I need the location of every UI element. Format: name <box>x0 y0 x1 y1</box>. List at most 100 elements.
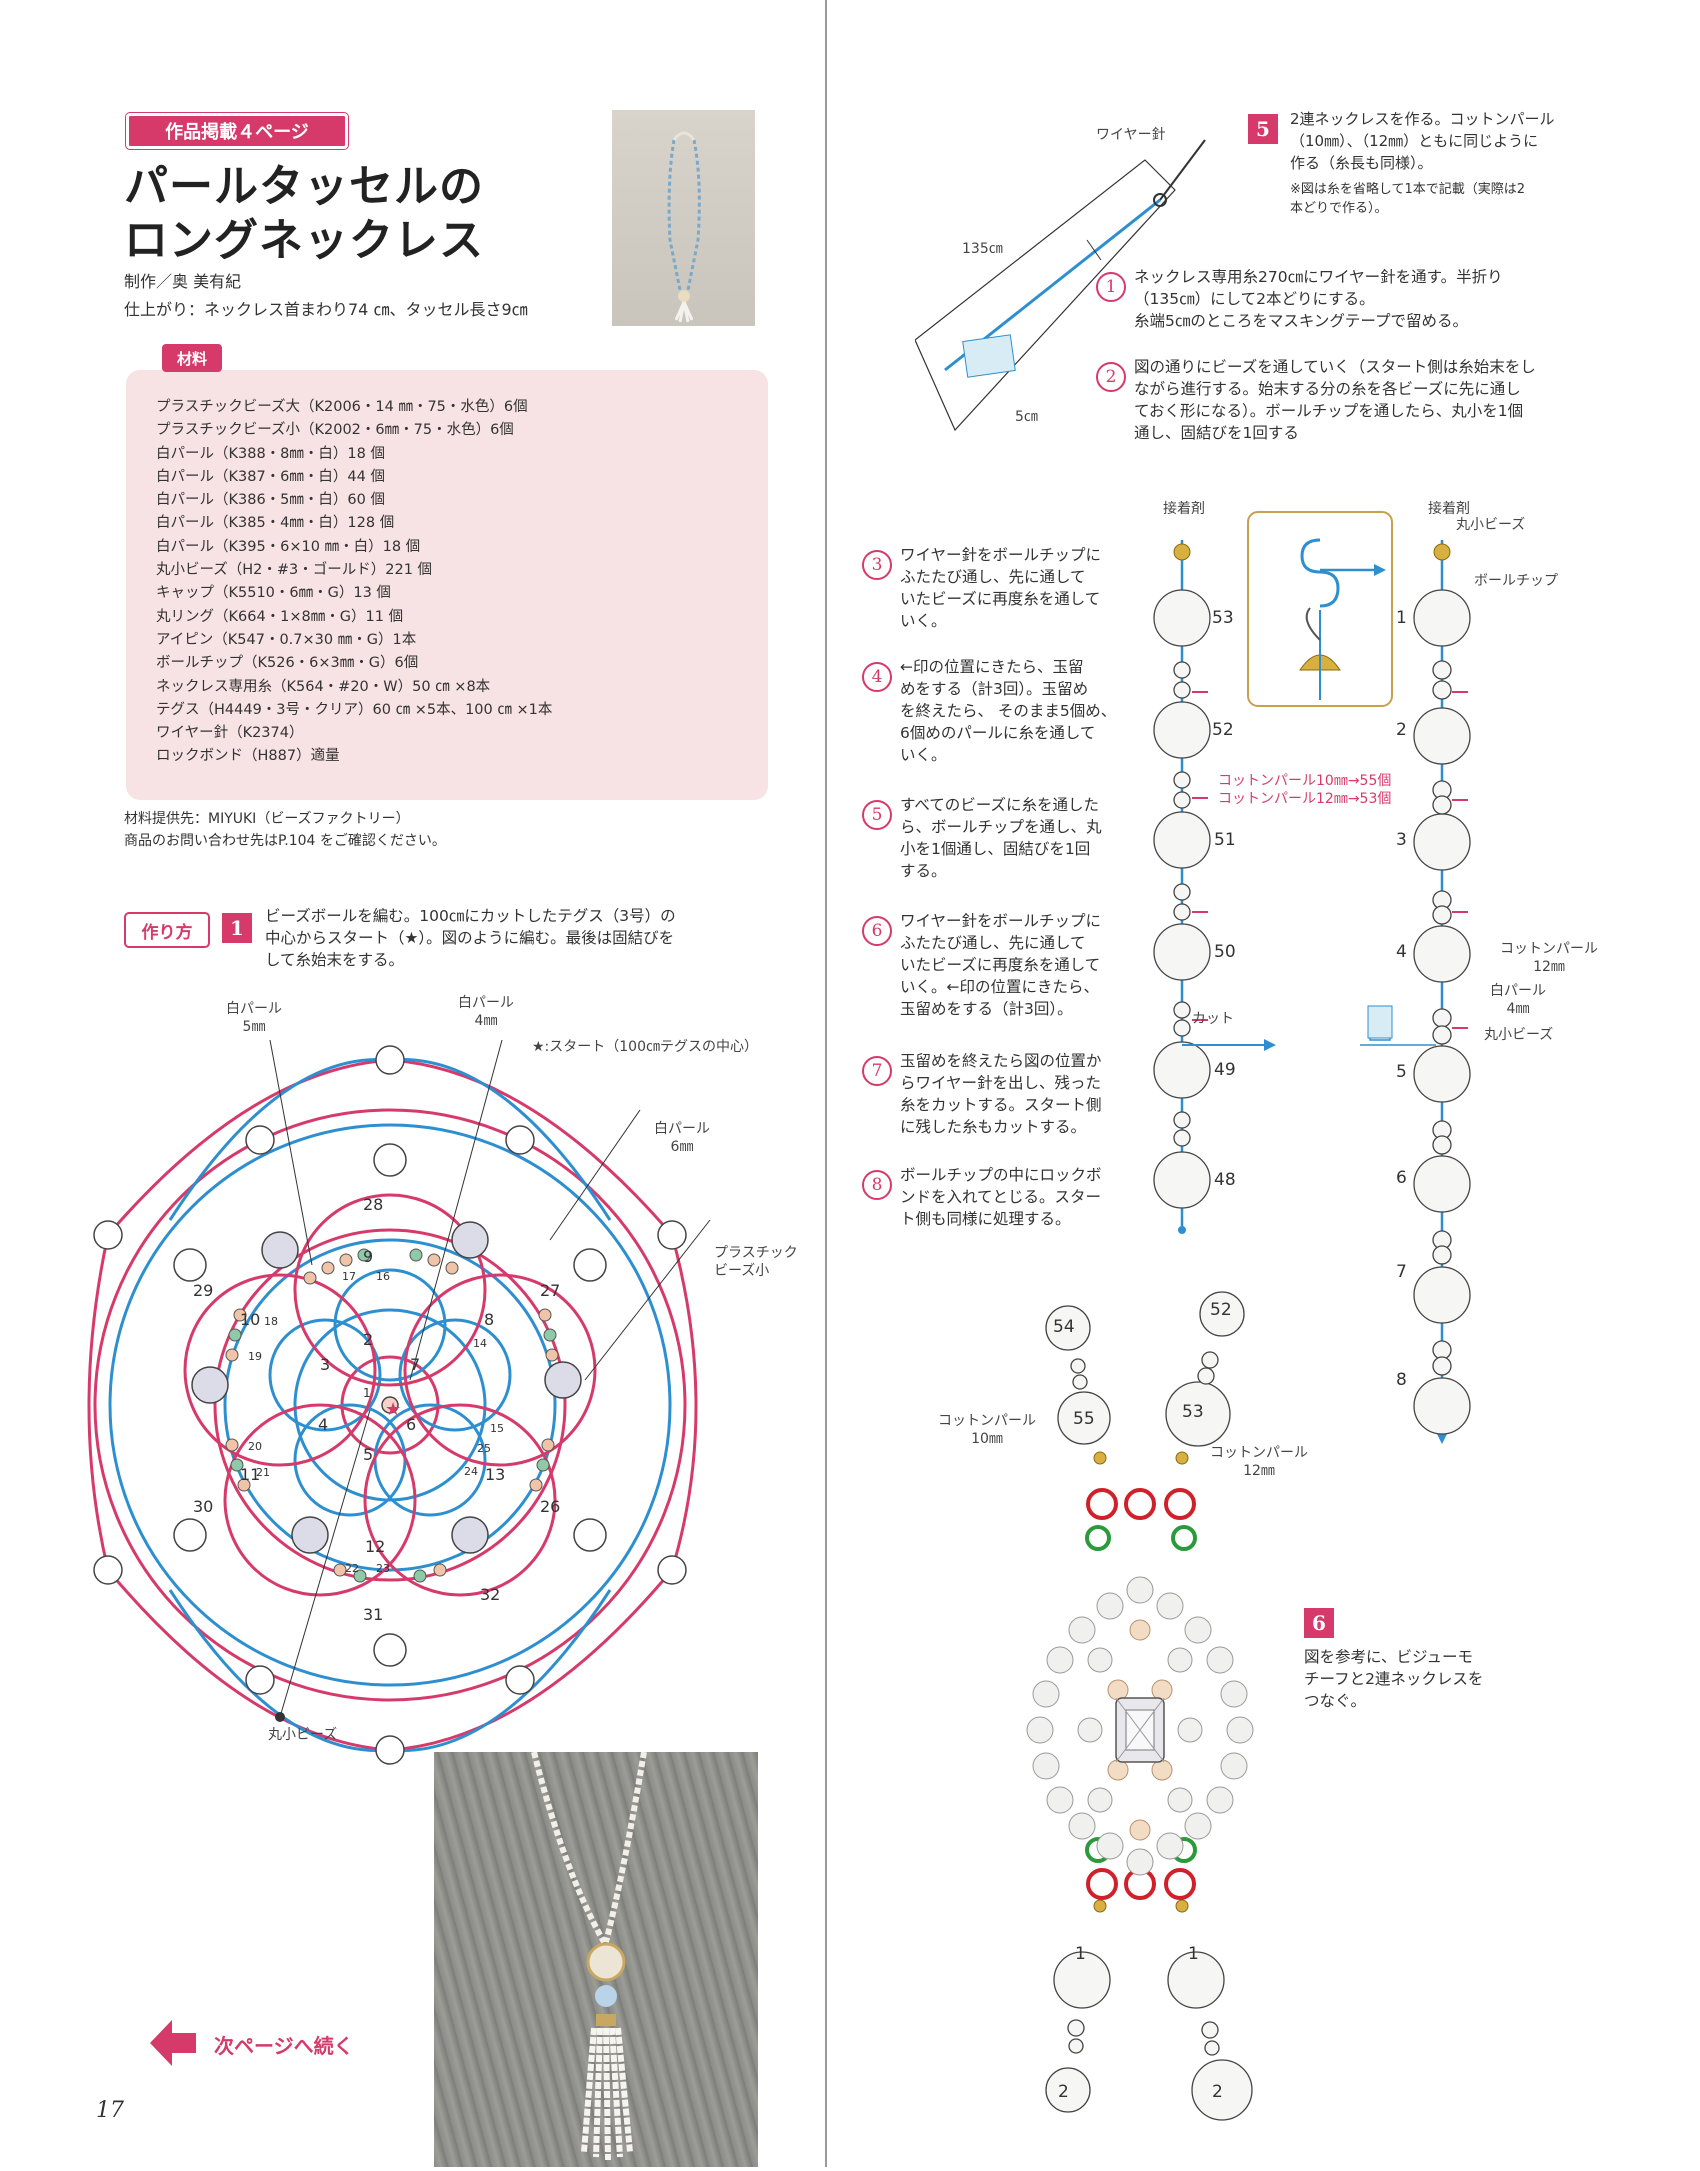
bead-number: 53 <box>1212 608 1234 628</box>
ball-bead-number: 9 <box>363 1247 373 1266</box>
text-line: 玉留めをする（計3回）。 <box>900 998 1101 1020</box>
label-cotton-10mm-bottom: コットンパール 10㎜ <box>938 1412 1036 1448</box>
label-line: 12㎜ <box>1210 1462 1308 1480</box>
label-maru-bead-right: 丸小ビーズ <box>1456 516 1525 534</box>
text-line: する。 <box>900 860 1102 882</box>
ball-bead-number: 12 <box>365 1537 385 1556</box>
text-line: チーフと2連ネックレスを <box>1304 1668 1483 1690</box>
step-1-text: ビーズボールを編む。100㎝にカットしたテグス（3号）の 中心からスタート（★）… <box>265 905 676 971</box>
substep-6-number: 6 <box>862 916 892 946</box>
ball-number-layer: 1234567891011121314151617181920212223242… <box>193 1195 560 1624</box>
title-line-1: パールタッセルの <box>124 160 484 214</box>
label-line: 6㎜ <box>654 1138 710 1156</box>
material-item: アイピン（K547・0.7×30 ㎜・G）1本 <box>156 629 552 652</box>
bead-number: 7 <box>1396 1262 1407 1282</box>
bead-number: 48 <box>1214 1170 1236 1190</box>
label-line: 5㎜ <box>226 1018 282 1036</box>
substep-8-text: ボールチップの中にロックボンドを入れてとじる。スタート側も同様に処理する。 <box>900 1164 1102 1230</box>
text-line: めをする（計3回）。玉留め <box>900 678 1116 700</box>
substep-2-text: 図の通りにビーズを通していく（スタート側は糸始末をしながら進行する。始末する分の… <box>1134 356 1536 444</box>
substep-7-text: 玉留めを終えたら図の位置からワイヤー針を出し、残った糸をカットする。スタート側に… <box>900 1050 1102 1138</box>
ball-bead-number: 32 <box>480 1585 500 1604</box>
material-item: 丸リング（K664・1×8㎜・G）11 個 <box>156 606 552 629</box>
step-1-line: 中心からスタート（★）。図のように編む。最後は固結びを <box>265 927 676 949</box>
step-1-line: ビーズボールを編む。100㎝にカットしたテグス（3号）の <box>265 905 676 927</box>
label-white-pearl-6mm: 白パール 6㎜ <box>654 1120 710 1156</box>
ball-bead-number: 22 <box>345 1562 359 1575</box>
label-135cm: 135㎝ <box>962 240 1003 258</box>
bead-number: 49 <box>1214 1060 1236 1080</box>
text-line: ネックレス専用糸270㎝にワイヤー針を通す。半折り <box>1134 266 1503 288</box>
label-wire-needle: ワイヤー針 <box>1096 126 1166 144</box>
material-item: 白パール（K387・6㎜・白）44 個 <box>156 466 552 489</box>
material-item: 白パール（K395・6×10 ㎜・白）18 個 <box>156 536 552 559</box>
ball-bead-number: 10 <box>240 1310 260 1329</box>
text-line: いたビーズに再度糸を通して <box>900 588 1101 610</box>
ball-bead-number: 18 <box>264 1315 278 1328</box>
text-line: ら、ボールチップを通し、丸 <box>900 816 1102 838</box>
label-maru-beads: 丸小ビーズ <box>268 1726 337 1744</box>
label-line: ビーズ小 <box>714 1262 798 1280</box>
ball-bead-number: 20 <box>248 1440 262 1453</box>
title-line-2: ロングネックレス <box>124 214 484 268</box>
materials-list: プラスチックビーズ大（K2006・14 ㎜・75・水色）6個プラスチックビーズ小… <box>156 396 552 769</box>
label-cotton-12mm-bottom: コットンパール 12㎜ <box>1210 1444 1308 1480</box>
bead-number: 53 <box>1182 1402 1204 1422</box>
step-1-number: 1 <box>222 913 252 943</box>
ball-bead-number: 7 <box>410 1355 420 1374</box>
substep-2-number: 2 <box>1096 362 1126 392</box>
material-item: 丸小ビーズ（H2・#3・ゴールド）221 個 <box>156 559 552 582</box>
bead-number: 8 <box>1396 1370 1407 1390</box>
label-line: 4㎜ <box>458 1012 514 1030</box>
ball-bead-number: 3 <box>320 1355 330 1374</box>
ball-bead-number: 29 <box>193 1281 213 1300</box>
bijou-motif-diagram <box>1000 1290 1340 2160</box>
text-line: 図を参考に、ビジューモ <box>1304 1646 1483 1668</box>
bead-number: 1 <box>1188 1944 1199 1964</box>
ball-bead-number: 1 <box>363 1386 371 1400</box>
text-line: ボールチップの中にロックボ <box>900 1164 1102 1186</box>
text-line: 通し、固結びを1回する <box>1134 422 1536 444</box>
text-line: 糸端5㎝のところをマスキングテープで留める。 <box>1134 310 1503 332</box>
ball-bead-number: 14 <box>473 1337 487 1350</box>
substep-4-text: ←印の位置にきたら、玉留めをする（計3回）。玉留めを終えたら、 そのまま5個め、… <box>900 656 1116 766</box>
step-5-note: 本どりで作る）。 <box>1290 199 1555 218</box>
ball-bead-number: 24 <box>464 1465 478 1478</box>
label-line: 4㎜ <box>1490 1000 1546 1018</box>
ball-bead-number: 13 <box>485 1465 505 1484</box>
ball-bead-number: 21 <box>256 1466 270 1479</box>
ball-bead-number: 17 <box>342 1270 356 1283</box>
substep-1-text: ネックレス専用糸270㎝にワイヤー針を通す。半折り（135㎝）にして2本どりにす… <box>1134 266 1503 332</box>
material-item: キャップ（K5510・6㎜・G）13 個 <box>156 582 552 605</box>
ball-bead-number: 28 <box>363 1195 383 1214</box>
text-line: ておく形になる）。ボールチップを通したら、丸小を1個 <box>1134 400 1536 422</box>
text-line: いたビーズに再度糸を通して <box>900 954 1101 976</box>
ball-bead-number: 19 <box>248 1350 262 1363</box>
ball-bead-number: 26 <box>540 1497 560 1516</box>
text-line: ながら進行する。始末する分の糸を各ビーズに先に通し <box>1134 378 1536 400</box>
inquiry-note: 商品のお問い合わせ先はP.104 をご確認ください。 <box>124 830 446 850</box>
text-line: ワイヤー針をボールチップに <box>900 544 1101 566</box>
text-line: らワイヤー針を出し、残った <box>900 1072 1102 1094</box>
substep-5-number: 5 <box>862 800 892 830</box>
bead-number: 50 <box>1214 942 1236 962</box>
label-line: コットンパール <box>1500 940 1598 958</box>
ball-bead-number: 25 <box>477 1442 491 1455</box>
text-line: すべてのビーズに糸を通した <box>900 794 1102 816</box>
label-glue-left: 接着剤 <box>1163 500 1205 518</box>
text-line: 玉留めを終えたら図の位置か <box>900 1050 1102 1072</box>
material-item: プラスチックビーズ小（K2002・6㎜・75・水色）6個 <box>156 419 552 442</box>
text-line: 6個めのパールに糸を通して <box>900 722 1116 744</box>
step-5-line: （10㎜）、（12㎜）ともに同じように <box>1290 130 1555 152</box>
ball-bead-number: 30 <box>193 1497 213 1516</box>
text-line: 糸をカットする。スタート側 <box>900 1094 1102 1116</box>
label-white-pearl-4mm: 白パール 4㎜ <box>458 994 514 1030</box>
bead-number: 4 <box>1396 942 1407 962</box>
svg-text:★: ★ <box>385 1399 401 1420</box>
next-page-link[interactable]: 次ページへ続く <box>214 2030 354 2059</box>
text-line: ト側も同様に処理する。 <box>900 1208 1102 1230</box>
ball-bead-number: 6 <box>406 1415 416 1434</box>
text-line: いく。 <box>900 610 1101 632</box>
cotton-note-1: コットンパール10㎜→55個 <box>1218 772 1391 790</box>
